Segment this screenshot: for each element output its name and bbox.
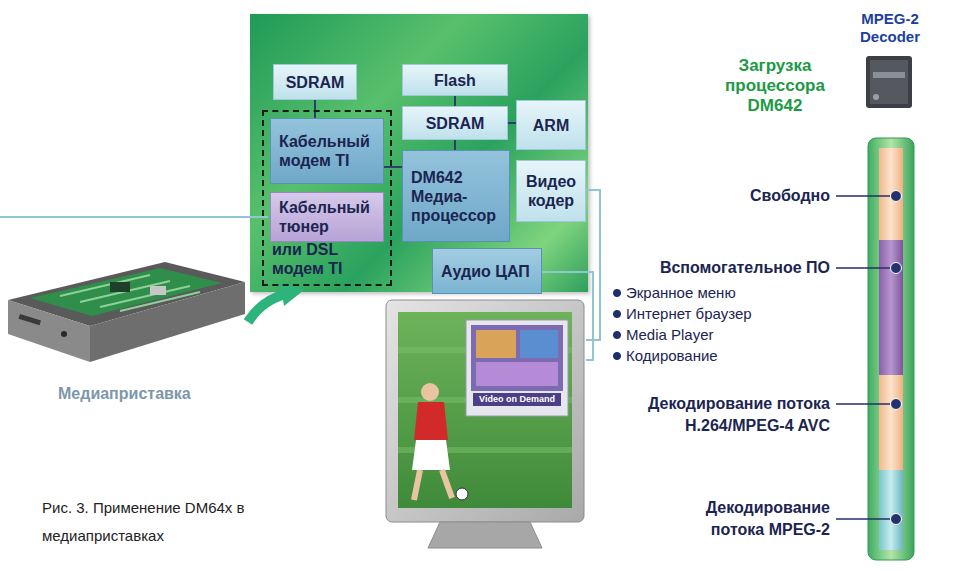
graphic-rect (879, 148, 903, 240)
connector (454, 140, 456, 150)
modem-box: Кабельный модем TI (270, 118, 384, 184)
graphic-path (398, 350, 572, 450)
bullet-item: Интернет браузер (612, 304, 812, 323)
chip-label: MPEG-2 Decoder (850, 10, 930, 46)
device-label: Медиаприставка (58, 384, 228, 404)
input-line (0, 216, 268, 218)
tv-set (386, 300, 584, 548)
graphic-polygon (8, 300, 90, 362)
segment-label: Декодирование потока MPEG-2 (670, 497, 830, 541)
graphic-rect (520, 330, 558, 358)
connector (384, 166, 402, 168)
graphic-rect (879, 470, 903, 550)
graphic-circle (891, 191, 902, 202)
graphic-rect (879, 375, 903, 470)
bullet-item: Экранное меню (612, 283, 812, 302)
connector (454, 96, 456, 106)
graphic-rect (476, 362, 558, 386)
graphic-circle (891, 263, 902, 274)
graphic-rect (471, 325, 563, 391)
tuner-box: Кабельный тюнер (270, 192, 384, 242)
graphic-polygon (412, 440, 450, 470)
leader-lines (836, 196, 891, 519)
graphic-polygon (90, 282, 245, 362)
graphic-circle (456, 488, 468, 500)
graphic-rect (870, 60, 908, 104)
load-bar (868, 138, 914, 560)
graphic-rect (868, 138, 914, 560)
encoder-box: Видео кодер (516, 160, 586, 222)
graphic-path (836, 196, 891, 519)
memory-box: Flash (402, 64, 508, 96)
zoom-arrow (248, 282, 304, 322)
box-text: Аудио ЦАП (441, 262, 530, 281)
graphic-rect (466, 320, 568, 416)
connector (314, 100, 316, 118)
memory-box: SDRAM (273, 64, 357, 100)
graphic-path (414, 470, 452, 500)
graphic-circle (891, 514, 902, 525)
screen-text: Video on Demand (473, 393, 561, 406)
graphic-circle (891, 399, 902, 410)
graphic-rect (476, 330, 516, 358)
graphic-rect (879, 240, 903, 375)
decoder-chip (866, 56, 912, 108)
graphic-rect (866, 56, 912, 108)
set-top-box (8, 262, 245, 362)
dashed-group: или DSL модем TI Кабельный модем TI Кабель… (262, 110, 392, 286)
box-text: SDRAM (286, 73, 345, 92)
bullet-item: Кодирование (612, 346, 812, 365)
dac-box: Аудио ЦАП (432, 248, 542, 294)
segment-label: Вспомогательное ПО (560, 258, 830, 278)
graphic-polygon (428, 522, 542, 548)
graphic-rect (19, 314, 42, 325)
graphic-rect (386, 300, 584, 522)
box-text: или DSL модем TI (272, 240, 382, 278)
box-text: Flash (434, 71, 476, 90)
box-text: ARM (533, 116, 569, 135)
graphic-rect (110, 282, 130, 292)
bullet-item: Media Player (612, 325, 812, 344)
box-text: Кабельный модем TI (279, 132, 375, 170)
cpu-box: ARM (516, 100, 586, 150)
graphic-rect (873, 72, 905, 78)
chart-title: Загрузка процессора DM642 (700, 56, 850, 116)
segment-label: Свободно (620, 186, 830, 206)
box-text: Видео кодер (525, 172, 577, 210)
graphic-rect (398, 312, 572, 508)
graphic-path (248, 294, 286, 322)
graphic-circle (61, 331, 67, 337)
leader-dots (891, 191, 902, 525)
figure-caption: Рис. 3. Применение DM64x в медиаприставк… (42, 494, 257, 550)
connector (508, 122, 516, 124)
box-text: Кабельный тюнер (279, 198, 375, 236)
graphic-circle (421, 383, 439, 401)
memory-box: SDRAM (402, 106, 508, 140)
graphic-polygon (414, 402, 448, 440)
segment-label: Декодирование потока H.264/MPEG-4 AVC (620, 393, 830, 437)
graphic-rect (150, 286, 166, 295)
box-text: SDRAM (426, 114, 485, 133)
graphic-circle (873, 94, 879, 100)
processor-box: DM642 Медиа-процессор (402, 150, 510, 242)
box-text: DM642 Медиа-процессор (411, 168, 501, 225)
